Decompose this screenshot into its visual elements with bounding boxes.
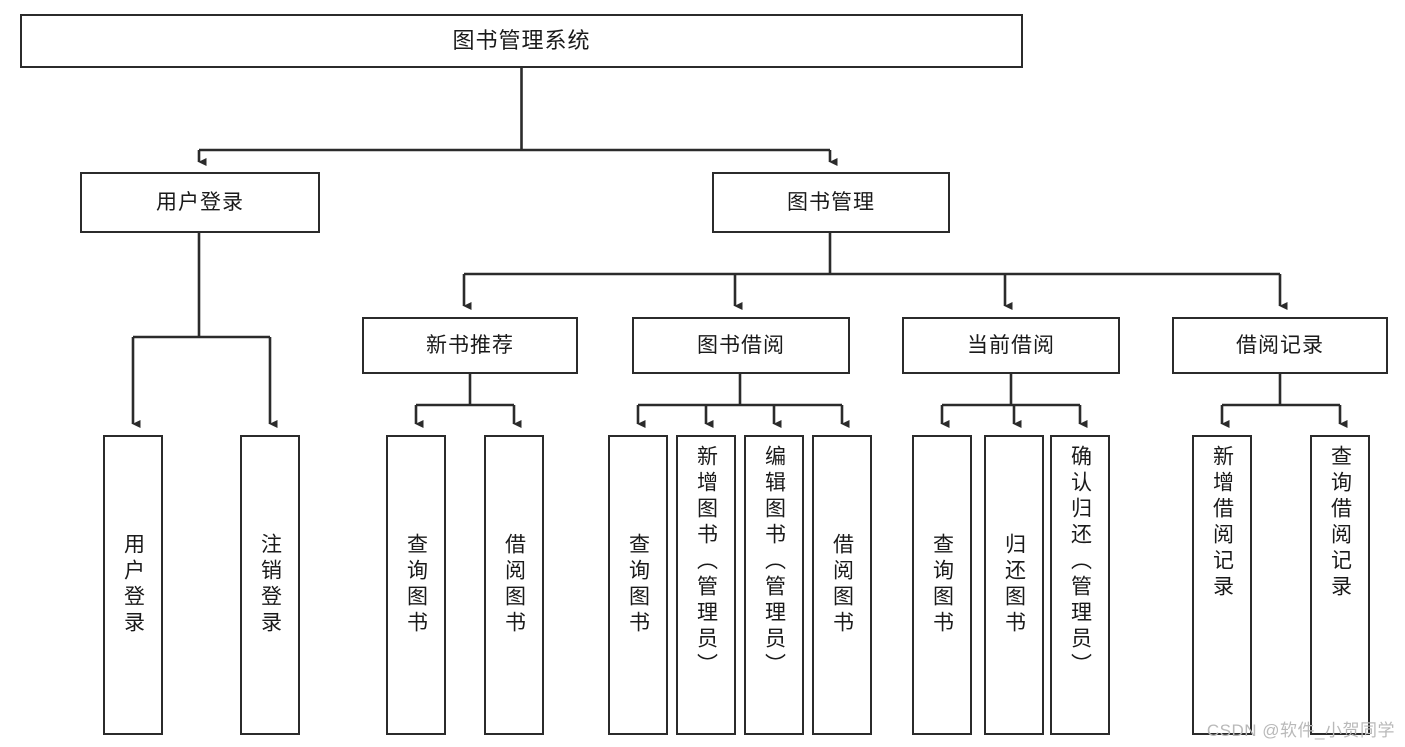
node-leaf-add-book-admin[interactable]: 新增图书（管理员） [676,435,736,735]
node-leaf-confirm-return-admin[interactable]: 确认归还（管理员） [1050,435,1110,735]
node-leaf-query-book-2-label: 查询图书 [626,533,650,637]
node-leaf-add-book-admin-label: 新增图书（管理员） [694,445,718,679]
node-user-login[interactable]: 用户登录 [80,172,320,233]
node-leaf-borrow-book-1-label: 借阅图书 [502,533,526,637]
node-leaf-add-borrow-record[interactable]: 新增借阅记录 [1192,435,1252,735]
node-leaf-return-book[interactable]: 归还图书 [984,435,1044,735]
node-leaf-query-book-3[interactable]: 查询图书 [912,435,972,735]
node-leaf-user-logout[interactable]: 注销登录 [240,435,300,735]
node-leaf-query-book-1[interactable]: 查询图书 [386,435,446,735]
node-leaf-user-login-label: 用户登录 [121,533,145,637]
node-new-book-recommend[interactable]: 新书推荐 [362,317,578,374]
node-root-system[interactable]: 图书管理系统 [20,14,1023,68]
node-leaf-query-book-2[interactable]: 查询图书 [608,435,668,735]
node-leaf-user-login[interactable]: 用户登录 [103,435,163,735]
node-borrow-record[interactable]: 借阅记录 [1172,317,1388,374]
node-current-borrow-label: 当前借阅 [967,333,1055,357]
node-leaf-edit-book-admin[interactable]: 编辑图书（管理员） [744,435,804,735]
node-leaf-query-book-1-label: 查询图书 [404,533,428,637]
node-leaf-borrow-book-2-label: 借阅图书 [830,533,854,637]
node-leaf-borrow-book-2[interactable]: 借阅图书 [812,435,872,735]
node-book-manage-label: 图书管理 [787,190,875,214]
node-leaf-return-book-label: 归还图书 [1002,533,1026,637]
node-leaf-edit-book-admin-label: 编辑图书（管理员） [762,445,786,679]
node-leaf-confirm-return-admin-label: 确认归还（管理员） [1068,445,1092,679]
node-leaf-add-borrow-record-label: 新增借阅记录 [1210,445,1234,601]
csdn-watermark: CSDN @软件_小贺同学 [1206,721,1395,740]
node-user-login-label: 用户登录 [156,190,244,214]
node-current-borrow[interactable]: 当前借阅 [902,317,1120,374]
node-root-label: 图书管理系统 [452,27,591,53]
node-leaf-query-borrow-record[interactable]: 查询借阅记录 [1310,435,1370,735]
node-leaf-query-borrow-record-label: 查询借阅记录 [1328,445,1352,601]
node-leaf-borrow-book-1[interactable]: 借阅图书 [484,435,544,735]
node-book-manage[interactable]: 图书管理 [712,172,950,233]
node-book-borrow[interactable]: 图书借阅 [632,317,850,374]
node-book-borrow-label: 图书借阅 [697,333,785,357]
node-leaf-query-book-3-label: 查询图书 [930,533,954,637]
node-new-book-recommend-label: 新书推荐 [426,333,514,357]
node-borrow-record-label: 借阅记录 [1236,333,1324,357]
node-leaf-user-logout-label: 注销登录 [258,533,282,637]
